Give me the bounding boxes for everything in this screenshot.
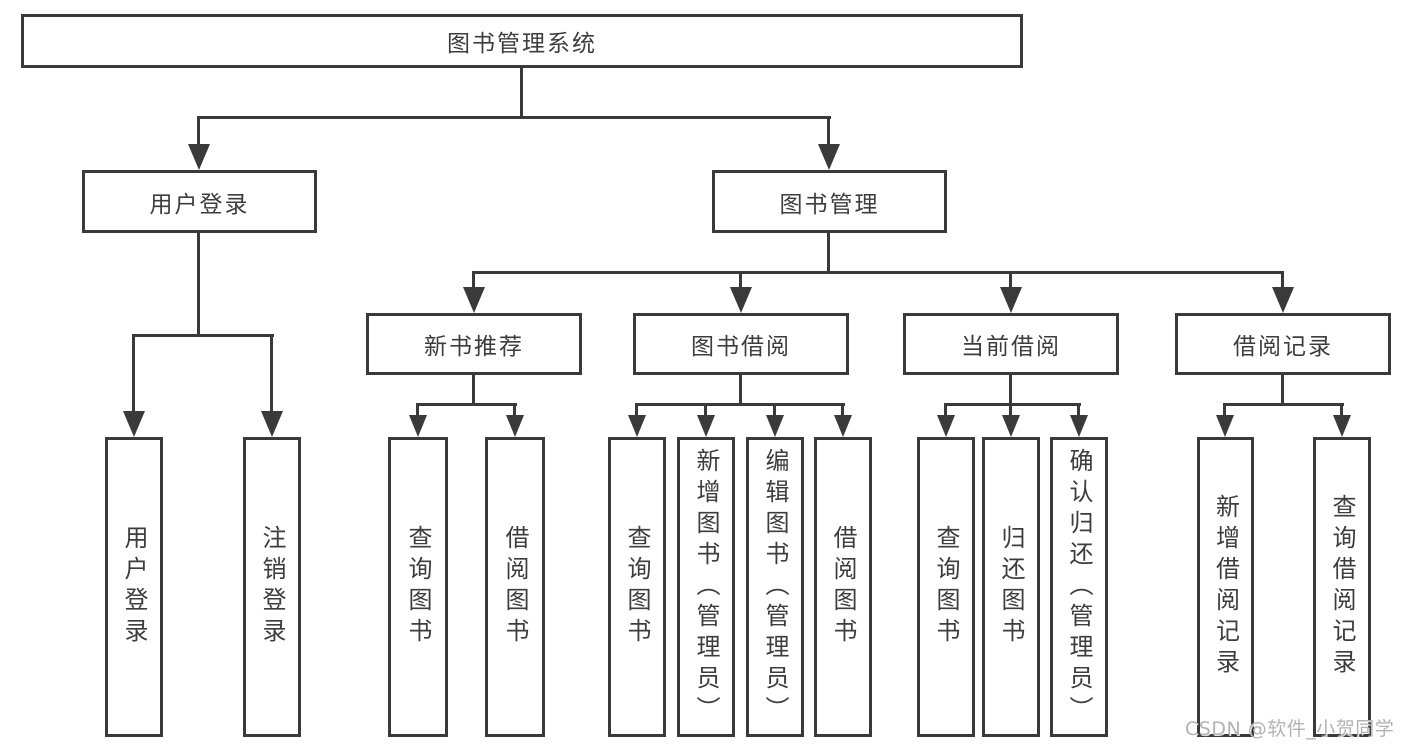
- node-new-book-recommend: 新书推荐: [366, 313, 582, 375]
- arrow-down-icon: [1000, 287, 1022, 313]
- leaf-borrow-books: 借阅图书: [814, 437, 872, 737]
- node-current-borrowing: 当前借阅: [903, 313, 1119, 375]
- arrow-down-icon: [1002, 415, 1020, 437]
- arrow-down-icon: [834, 415, 852, 437]
- connector-line: [1223, 403, 1226, 417]
- arrow-down-icon: [628, 415, 646, 437]
- arrow-down-icon: [1272, 287, 1294, 313]
- leaf-edit-book-admin: 编辑图书（管理员）: [746, 437, 804, 737]
- leaf-confirm-return-admin: 确认归还（管理员）: [1050, 437, 1108, 737]
- connector-line: [132, 334, 274, 337]
- leaf-query-books-current: 查询图书: [917, 437, 975, 737]
- arrow-down-icon: [730, 287, 752, 313]
- connector-line: [841, 403, 844, 417]
- leaf-user-login: 用户登录: [105, 437, 163, 737]
- connector-line: [704, 403, 707, 417]
- leaf-add-borrow-record: 新增借阅记录: [1197, 437, 1254, 737]
- connector-line: [472, 375, 475, 406]
- connector-line: [513, 403, 516, 417]
- connector-line: [827, 233, 830, 274]
- leaf-return-book: 归还图书: [982, 437, 1040, 737]
- connector-line: [1340, 403, 1343, 417]
- connector-line: [1009, 375, 1012, 406]
- arrow-down-icon: [463, 287, 485, 313]
- connector-line: [944, 403, 1081, 406]
- connector-line: [520, 68, 523, 119]
- connector-line: [472, 271, 1283, 274]
- connector-line: [739, 375, 742, 406]
- arrow-down-icon: [261, 411, 283, 437]
- leaf-add-book-admin: 新增图书（管理员）: [677, 437, 735, 737]
- connector-line: [132, 334, 135, 414]
- csdn-watermark: CSDN @软件_小贺同学: [1185, 718, 1395, 740]
- arrow-down-icon: [188, 144, 210, 170]
- connector-line: [1281, 375, 1284, 406]
- arrow-down-icon: [818, 144, 840, 170]
- node-book-borrowing: 图书借阅: [633, 313, 849, 375]
- arrow-down-icon: [1216, 415, 1234, 437]
- arrow-down-icon: [506, 415, 524, 437]
- node-book-management: 图书管理: [712, 170, 947, 233]
- connector-line: [1223, 403, 1344, 406]
- connector-line: [197, 233, 200, 337]
- connector-line: [635, 403, 638, 417]
- leaf-query-borrow-record: 查询借阅记录: [1313, 437, 1371, 737]
- connector-line: [472, 271, 475, 291]
- leaf-query-books-borrowing: 查询图书: [608, 437, 666, 737]
- connector-line: [198, 116, 831, 119]
- arrow-down-icon: [1333, 415, 1351, 437]
- arrow-down-icon: [937, 415, 955, 437]
- connector-line: [1009, 271, 1012, 291]
- connector-line: [197, 116, 200, 146]
- connector-line: [270, 334, 273, 414]
- arrow-down-icon: [1070, 415, 1088, 437]
- arrow-down-icon: [409, 415, 427, 437]
- leaf-query-books-recommend: 查询图书: [388, 437, 448, 737]
- connector-line: [944, 403, 947, 417]
- leaf-logout: 注销登录: [243, 437, 301, 737]
- leaf-borrow-books-recommend: 借阅图书: [485, 437, 545, 737]
- arrow-down-icon: [697, 415, 715, 437]
- connector-line: [1077, 403, 1080, 417]
- node-borrowing-records: 借阅记录: [1175, 313, 1391, 375]
- node-library-management-system: 图书管理系统: [21, 14, 1023, 68]
- arrow-down-icon: [766, 415, 784, 437]
- connector-line: [635, 403, 845, 406]
- connector-line: [739, 271, 742, 291]
- connector-line: [1281, 271, 1284, 291]
- connector-line: [1009, 403, 1012, 417]
- connector-line: [827, 116, 830, 146]
- node-user-login: 用户登录: [82, 170, 317, 233]
- arrow-down-icon: [123, 411, 145, 437]
- connector-line: [773, 403, 776, 417]
- connector-line: [416, 403, 419, 417]
- connector-line: [416, 403, 517, 406]
